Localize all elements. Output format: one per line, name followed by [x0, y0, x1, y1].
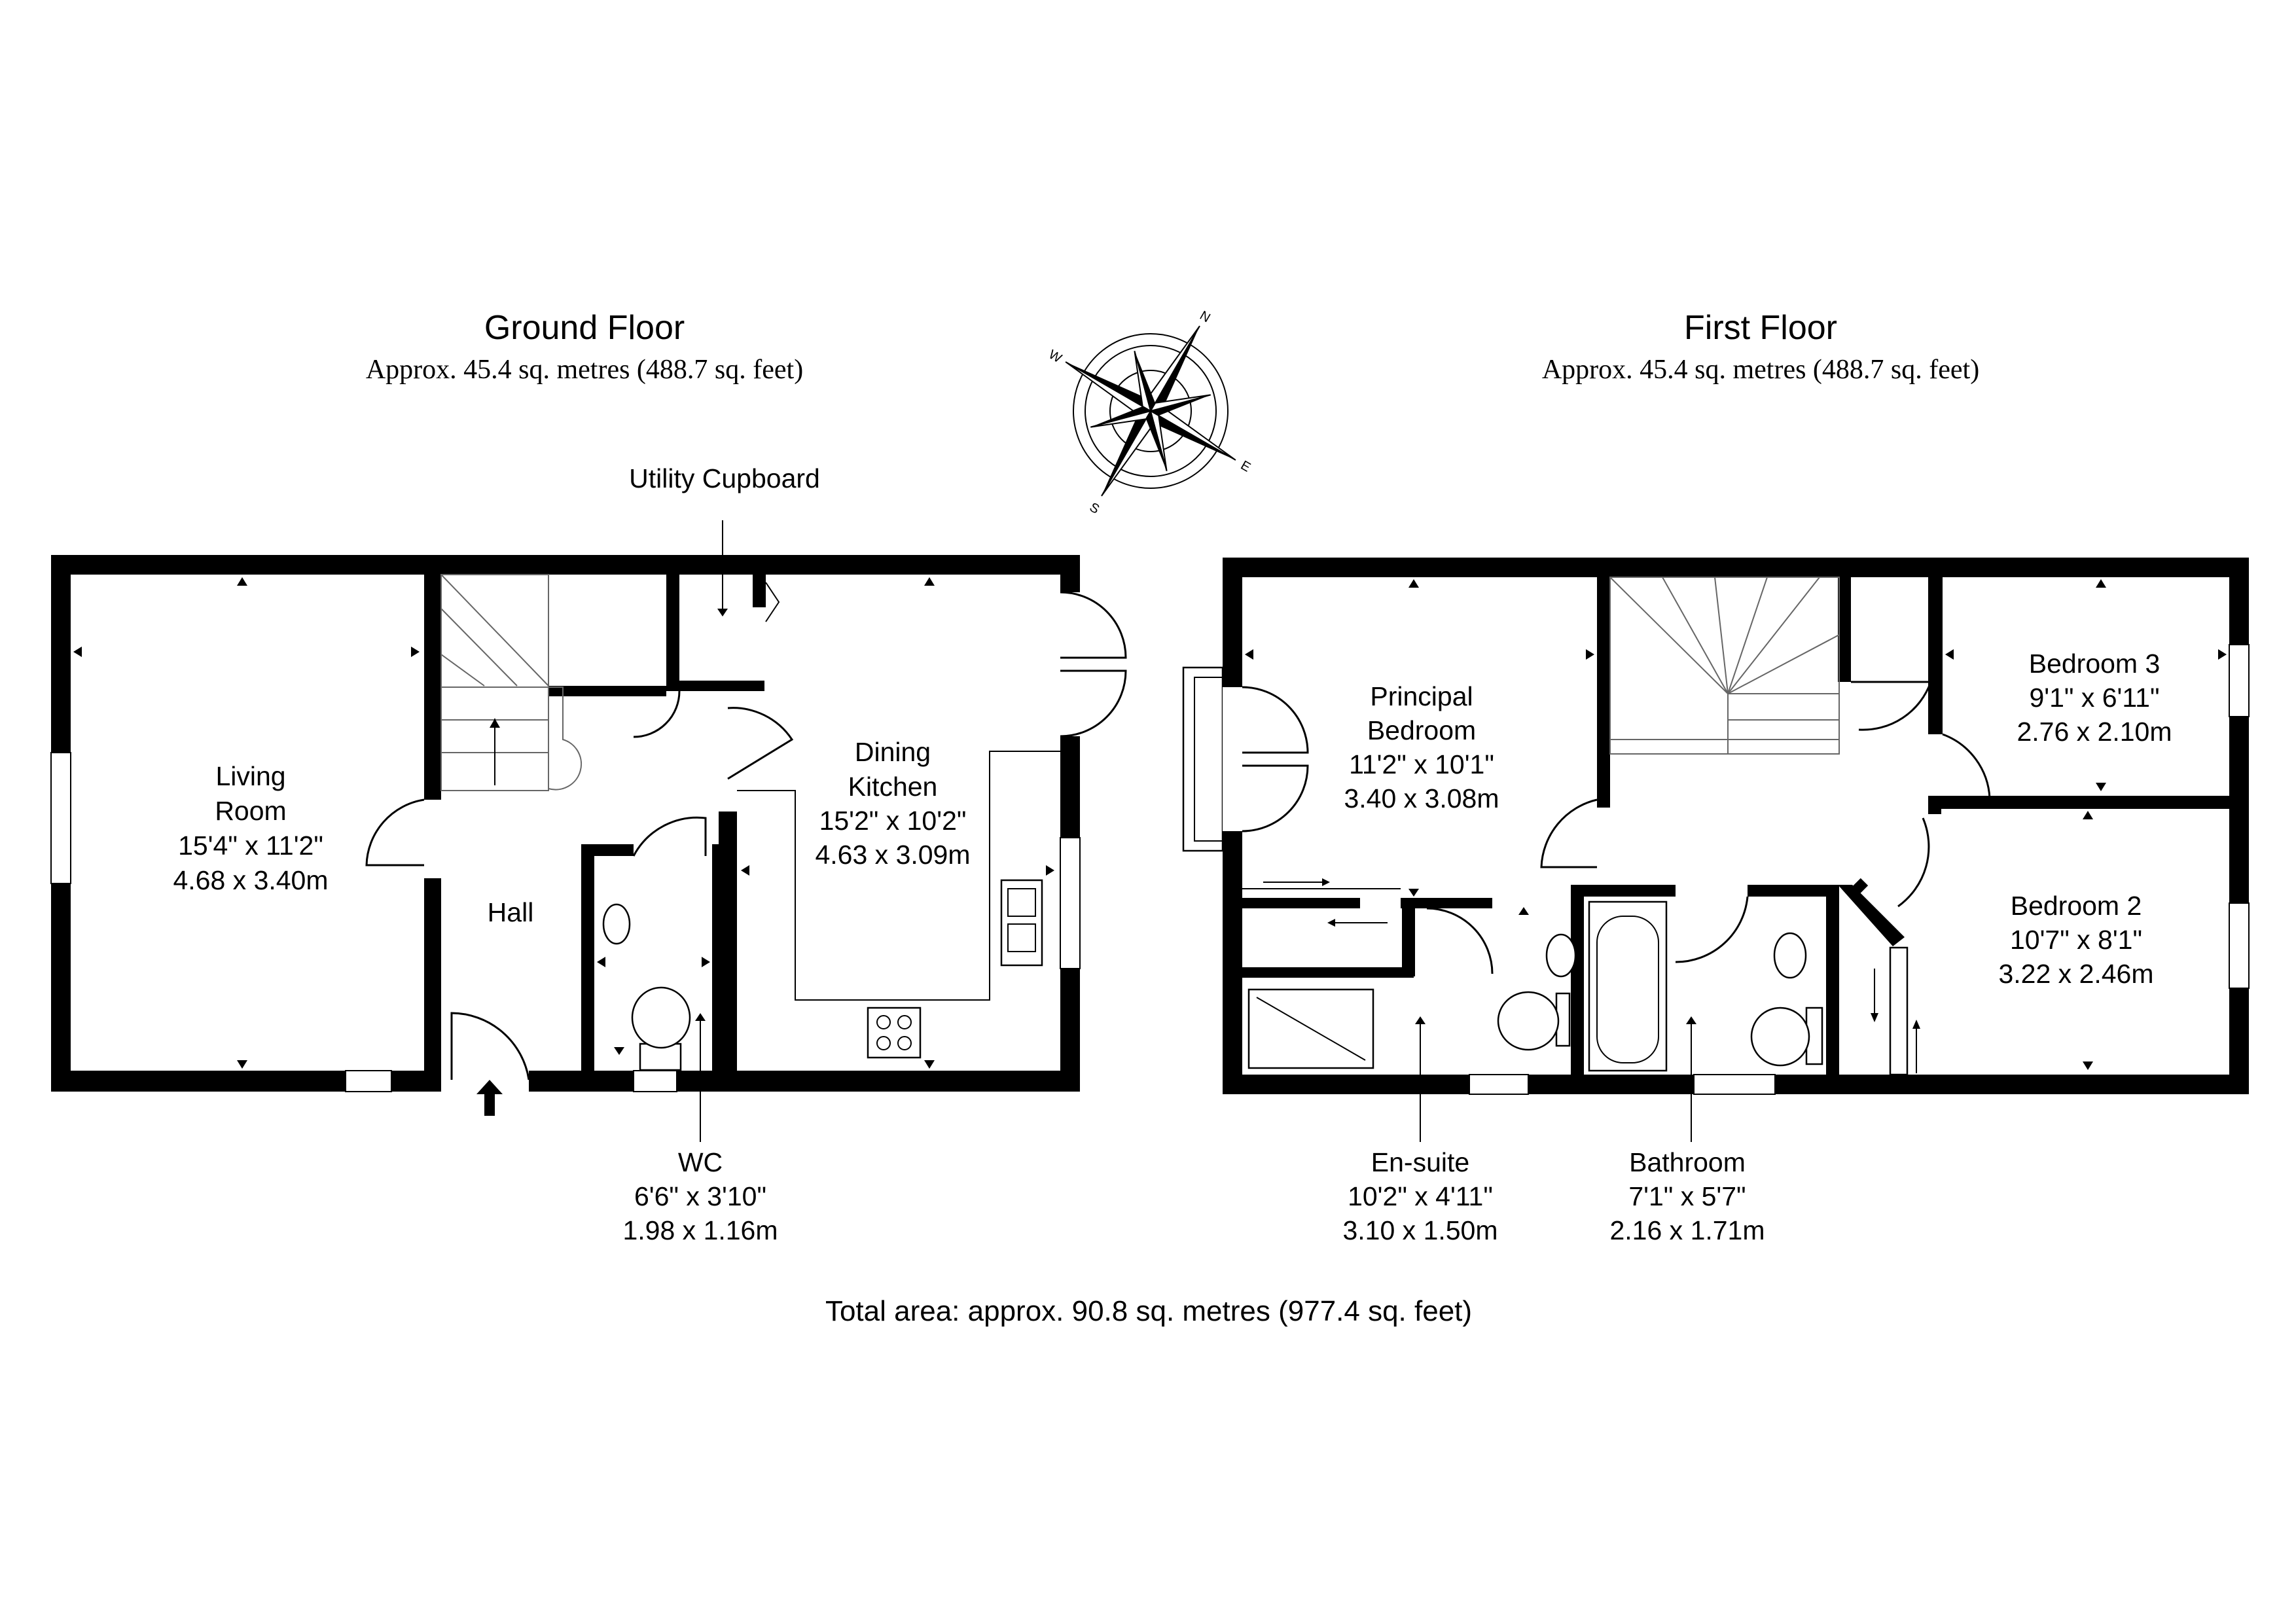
- ground-floor-title: Ground Floor: [484, 309, 685, 347]
- bathroom-name: Bathroom: [1629, 1147, 1746, 1177]
- wc-name: WC: [678, 1147, 723, 1177]
- living-room-name-1: Living: [215, 761, 285, 791]
- wc-imperial: 6'6" x 3'10": [634, 1181, 766, 1211]
- bedroom-2-imperial: 10'7" x 8'1": [2010, 925, 2142, 955]
- dining-kitchen-metric: 4.63 x 3.09m: [815, 840, 970, 870]
- principal-bedroom-name-2: Bedroom: [1367, 715, 1476, 745]
- compass-west-label: W: [1046, 348, 1064, 366]
- principal-bedroom-metric: 3.40 x 3.08m: [1344, 783, 1499, 813]
- principal-bedroom-imperial: 11'2" x 10'1": [1349, 749, 1494, 779]
- compass-south-label: S: [1087, 500, 1102, 517]
- first-floor-area: Approx. 45.4 sq. metres (488.7 sq. feet): [1542, 355, 1979, 385]
- compass-rose-icon: N S E W: [1046, 308, 1253, 517]
- bedroom-2-name: Bedroom 2: [2011, 891, 2142, 921]
- compass-north-label: N: [1197, 308, 1213, 325]
- living-room-imperial: 15'4" x 11'2": [178, 830, 323, 861]
- living-room-metric: 4.68 x 3.40m: [173, 865, 328, 895]
- bedroom-3-name: Bedroom 3: [2029, 649, 2161, 679]
- dining-kitchen-imperial: 15'2" x 10'2": [819, 806, 967, 836]
- bedroom-2-metric: 3.22 x 2.46m: [1998, 959, 2153, 989]
- principal-bedroom-name-1: Principal: [1370, 681, 1473, 711]
- bathroom-metric: 2.16 x 1.71m: [1609, 1215, 1765, 1245]
- first-floor-stairs: [1609, 577, 1840, 755]
- living-room-name-2: Room: [215, 796, 286, 826]
- first-floor-plan: [1182, 558, 2250, 1142]
- ground-floor-plan: [50, 520, 1127, 1142]
- first-floor-title: First Floor: [1684, 309, 1837, 347]
- compass-east-label: E: [1238, 458, 1253, 475]
- ground-floor-area: Approx. 45.4 sq. metres (488.7 sq. feet): [366, 355, 803, 385]
- ground-floor-stairs: [440, 574, 583, 791]
- wc-metric: 1.98 x 1.16m: [622, 1215, 778, 1245]
- total-area: Total area: approx. 90.8 sq. metres (977…: [825, 1295, 1472, 1327]
- bathroom-imperial: 7'1" x 5'7": [1628, 1181, 1746, 1211]
- bedroom-3-imperial: 9'1" x 6'11": [2029, 683, 2159, 713]
- dining-kitchen-name-1: Dining: [855, 737, 931, 767]
- en-suite-imperial: 10'2" x 4'11": [1348, 1181, 1493, 1211]
- utility-cupboard-name: Utility Cupboard: [629, 463, 820, 493]
- hall-name: Hall: [488, 897, 534, 927]
- bedroom-3-metric: 2.76 x 2.10m: [2017, 717, 2172, 747]
- en-suite-metric: 3.10 x 1.50m: [1342, 1215, 1498, 1245]
- en-suite-name: En-suite: [1371, 1147, 1469, 1177]
- dining-kitchen-name-2: Kitchen: [848, 772, 938, 802]
